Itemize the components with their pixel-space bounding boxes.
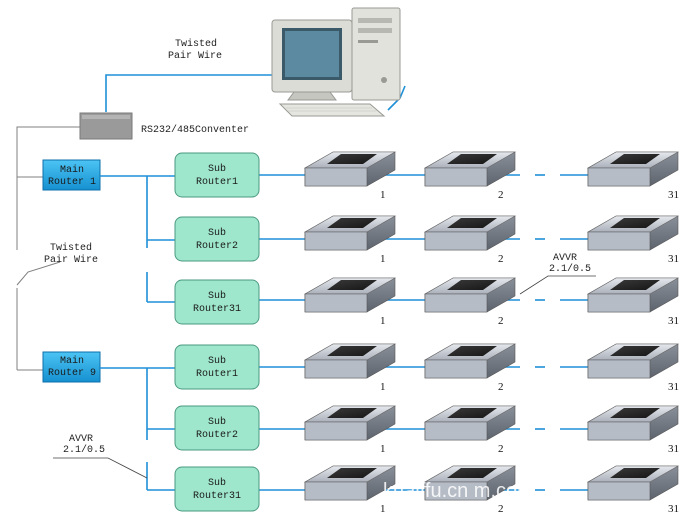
ffu-unit-number: 2 (498, 189, 504, 201)
ffu-unit-number: 31 (668, 315, 679, 327)
twisted-label-side-1: Twisted (50, 242, 92, 254)
computer-icon (271, 7, 401, 117)
grey-trunk-wire (16, 126, 80, 371)
ffu-unit-number: 31 (668, 503, 679, 515)
ffu-unit-number: 1 (380, 189, 386, 201)
sub-router-row3: Sub Router31 (174, 279, 260, 325)
twisted-label-side-2: Pair Wire (44, 254, 98, 266)
converter-label: RS232/485Conventer (141, 124, 249, 136)
ffu-unit (586, 277, 680, 313)
main-router-1-line2: Router 1 (48, 177, 96, 188)
ffu-unit (303, 277, 397, 313)
ffu-unit-number: 31 (668, 381, 679, 393)
twisted-label-top-2: Pair Wire (168, 50, 222, 62)
sub-router-row5-line2: Router2 (196, 430, 238, 441)
main-router-9-line1: Main (60, 355, 84, 367)
ffu-unit (423, 405, 517, 441)
avvr-label-upper: AVVR 2.1/0.5 (519, 253, 596, 295)
row-wires (259, 174, 600, 491)
ffu-unit-number: 2 (498, 381, 504, 393)
sub-router-row2: Sub Router2 (174, 216, 260, 262)
ffu-unit (303, 151, 397, 187)
rs485-converter (79, 112, 133, 140)
sub-router-row2-line2: Router2 (196, 241, 238, 252)
sub-router-row1-line2: Router1 (196, 177, 238, 188)
ffu-unit (586, 465, 680, 501)
sub-router-row1: Sub Router1 (174, 152, 260, 198)
ffu-unit-number: 1 (380, 253, 386, 265)
sub-router-row6: Sub Router31 (174, 466, 260, 512)
avvr-upper-line2: 2.1/0.5 (549, 263, 591, 275)
ffu-unit-number: 1 (380, 381, 386, 393)
ffu-unit-number: 2 (498, 315, 504, 327)
ffu-unit (586, 215, 680, 251)
ffu-unit-number: 1 (380, 503, 386, 515)
avvr-upper-line1: AVVR (553, 253, 577, 264)
twisted-label-top-1: Twisted (175, 38, 217, 50)
ffu-unit-number: 2 (498, 253, 504, 265)
sub-router-row3-line1: Sub (208, 290, 226, 302)
ffu-unit (586, 405, 680, 441)
ffu-unit (423, 277, 517, 313)
ffu-unit (423, 465, 517, 501)
ffu-unit-number: 1 (380, 443, 386, 455)
ffu-unit-number: 31 (668, 189, 679, 201)
avvr-lower-line2: 2.1/0.5 (63, 444, 105, 456)
sub-router-row5: Sub Router2 (174, 405, 260, 451)
sub-router-row6-line2: Router31 (193, 491, 241, 502)
avvr-label-lower: AVVR 2.1/0.5 (53, 434, 148, 479)
ffu-unit (586, 151, 680, 187)
avvr-lower-line1: AVVR (69, 434, 93, 445)
ffu-unit-number: 31 (668, 253, 679, 265)
main-router-1-line1: Main (60, 164, 84, 176)
ffu-unit (303, 405, 397, 441)
sub-router-row6-line1: Sub (208, 477, 226, 489)
ffu-unit-number: 2 (498, 443, 504, 455)
sub-router-row5-line1: Sub (208, 416, 226, 428)
sub-router-row4-line2: Router1 (196, 369, 238, 380)
sub-router-row2-line1: Sub (208, 227, 226, 239)
ffu-unit (423, 215, 517, 251)
watermark: kuaiffu.cn m.com (383, 480, 534, 502)
ffu-unit (586, 343, 680, 379)
sub-router-row3-line2: Router31 (193, 304, 241, 315)
ffu-unit (303, 465, 397, 501)
router-bus-wires (100, 175, 175, 491)
ffu-unit-number: 2 (498, 503, 504, 515)
sub-router-row4-line1: Sub (208, 355, 226, 367)
ffu-unit (423, 343, 517, 379)
ffu-units: 1 2 31 1 2 31 1 2 31 1 2 31 1 2 31 1 2 31 (303, 151, 680, 515)
ffu-unit (303, 343, 397, 379)
main-router-9-line2: Router 9 (48, 368, 96, 379)
ffu-unit (303, 215, 397, 251)
main-router-9: Main Router 9 (42, 351, 101, 383)
main-router-1: Main Router 1 (42, 159, 101, 191)
ffu-unit-number: 31 (668, 443, 679, 455)
sub-router-row1-line1: Sub (208, 163, 226, 175)
ffu-unit-number: 1 (380, 315, 386, 327)
ffu-unit (423, 151, 517, 187)
sub-router-row4: Sub Router1 (174, 344, 260, 390)
